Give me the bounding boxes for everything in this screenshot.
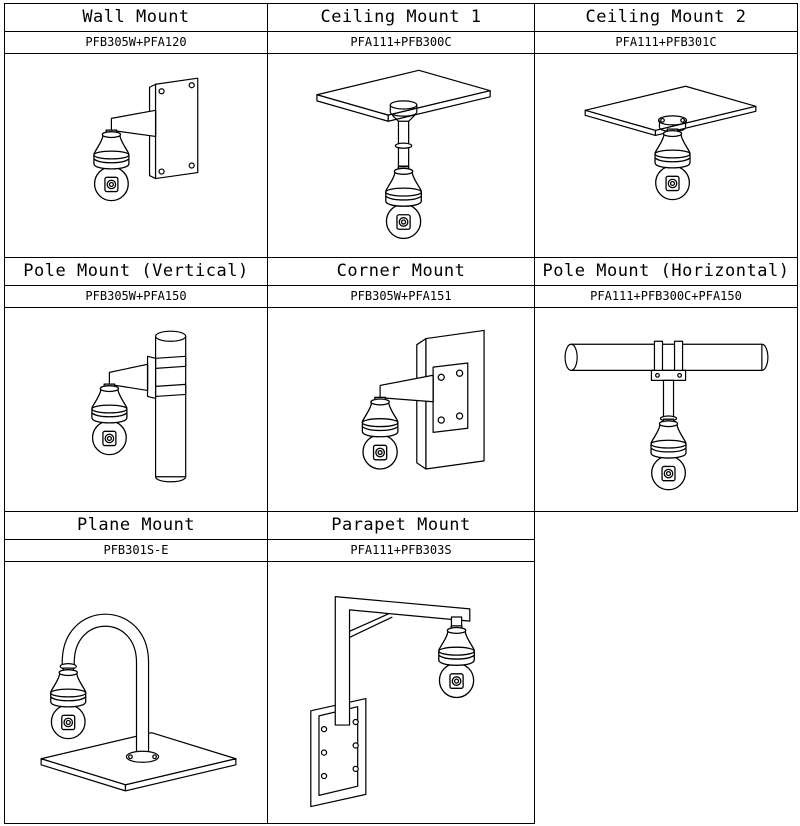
mount-options-grid: Wall Mount PFB305W+PFA120 Ceiling Mount … <box>4 3 798 824</box>
mount-title: Corner Mount <box>268 258 534 286</box>
mount-title: Pole Mount (Vertical) <box>5 258 267 286</box>
mount-title: Plane Mount <box>5 512 267 540</box>
pole-mount-vertical-drawing <box>5 308 267 511</box>
ceiling-mount-1-drawing <box>268 54 534 257</box>
mount-cell-ceiling-1: Ceiling Mount 1 PFA111+PFB300C <box>267 3 535 258</box>
mount-cell-pole-horizontal: Pole Mount (Horizontal) PFA111+PFB300C+P… <box>534 257 798 512</box>
mount-part-number: PFA111+PFB303S <box>268 540 534 562</box>
ceiling-mount-2-drawing <box>535 54 797 257</box>
mount-title: Wall Mount <box>5 4 267 32</box>
mount-part-number: PFB305W+PFA151 <box>268 286 534 308</box>
mount-cell-wall: Wall Mount PFB305W+PFA120 <box>4 3 268 258</box>
mount-cell-plane: Plane Mount PFB301S-E <box>4 511 268 824</box>
corner-mount-drawing <box>268 308 534 511</box>
mount-cell-corner: Corner Mount PFB305W+PFA151 <box>267 257 535 512</box>
mount-title: Ceiling Mount 2 <box>535 4 797 32</box>
wall-mount-drawing <box>5 54 267 257</box>
pole-mount-horizontal-drawing <box>535 308 797 511</box>
plane-mount-drawing <box>5 562 267 823</box>
mount-part-number: PFB301S-E <box>5 540 267 562</box>
mount-cell-parapet: Parapet Mount PFA111+PFB303S <box>267 511 535 824</box>
mount-part-number: PFB305W+PFA150 <box>5 286 267 308</box>
mount-part-number: PFA111+PFB301C <box>535 32 797 54</box>
mount-title: Pole Mount (Horizontal) <box>535 258 797 286</box>
mount-cell-pole-vertical: Pole Mount (Vertical) PFB305W+PFA150 <box>4 257 268 512</box>
mount-cell-ceiling-2: Ceiling Mount 2 PFA111+PFB301C <box>534 3 798 258</box>
mount-title: Parapet Mount <box>268 512 534 540</box>
mount-part-number: PFB305W+PFA120 <box>5 32 267 54</box>
mount-part-number: PFA111+PFB300C+PFA150 <box>535 286 797 308</box>
mount-part-number: PFA111+PFB300C <box>268 32 534 54</box>
mount-title: Ceiling Mount 1 <box>268 4 534 32</box>
parapet-mount-drawing <box>268 562 534 823</box>
